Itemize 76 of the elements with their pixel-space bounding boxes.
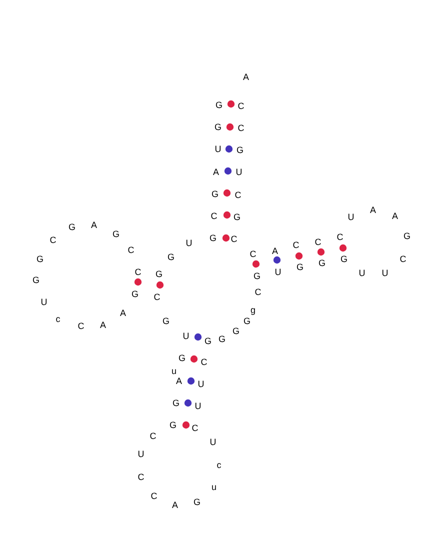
nucleotide-letter: G xyxy=(156,269,162,279)
nucleotide-letter: U xyxy=(236,167,242,177)
nucleotide-letter: G xyxy=(210,233,216,243)
nucleotide-letter: C xyxy=(210,211,218,221)
nucleotide-letter: C xyxy=(254,287,262,297)
nucleotide-letter: g xyxy=(250,305,256,315)
nucleotide-letter: G xyxy=(204,336,212,346)
nucleotide-letter: G xyxy=(32,275,40,285)
nucleotide-letter: G xyxy=(404,231,410,241)
nucleotide-letter: G xyxy=(112,229,120,239)
nucleotide-letter: A xyxy=(243,72,249,82)
nucleotide-letter: C xyxy=(134,267,142,277)
nucleotide-letter: C xyxy=(78,321,84,331)
nucleotide-letter: A xyxy=(272,246,278,256)
nucleotide-letter: G xyxy=(216,100,222,110)
nucleotide-letter: G xyxy=(172,398,180,408)
nucleotide-letter: U xyxy=(348,212,354,222)
nucleotide-letter: A xyxy=(213,167,219,177)
nucleotide-letter: A xyxy=(370,205,376,215)
nucleotide-letter: C xyxy=(230,234,238,244)
nucleotide-letter: C xyxy=(200,357,208,367)
nucleotide-letter: U xyxy=(40,297,48,307)
nucleotide-letter: C xyxy=(192,423,198,433)
nucleotide-letter: U xyxy=(186,238,192,248)
nucleotide-letter: U xyxy=(382,268,388,278)
nucleotide-letter: C xyxy=(150,491,158,501)
nucleotide-letter: U xyxy=(210,437,216,447)
nucleotide-letter: G xyxy=(36,254,44,264)
nucleotide-letter: C xyxy=(250,249,256,259)
nucleotide-letter: A xyxy=(176,376,182,386)
nucleotide-letter: G xyxy=(168,252,174,262)
nucleotide-letter: G xyxy=(318,258,326,268)
nucleotide-letter: C xyxy=(292,240,300,250)
nucleotide-letter: c xyxy=(216,460,222,470)
nucleotide-letter: U xyxy=(194,401,202,411)
nucleotide-letter: U xyxy=(274,267,282,277)
nucleotide-letter: G xyxy=(236,145,244,155)
nucleotide-letter: G xyxy=(296,262,304,272)
nucleotide-letter: U xyxy=(198,379,204,389)
nucleotide-letter: G xyxy=(214,122,222,132)
nucleotide-letter: U xyxy=(214,144,222,154)
nucleotide-letter: U xyxy=(182,331,190,341)
nucleotide-letter: G xyxy=(178,353,186,363)
nucleotide-letter: G xyxy=(232,326,240,336)
nucleotide-letter: U xyxy=(138,449,144,459)
nucleotide-letter: C xyxy=(50,235,56,245)
nucleotide-letter: C xyxy=(150,431,156,441)
nucleotide-letter: A xyxy=(100,320,106,330)
nucleotide-letter: A xyxy=(392,211,398,221)
nucleotide-letter: G xyxy=(194,497,200,507)
nucleotide-letter: u xyxy=(212,482,216,492)
nucleotide-letter: C xyxy=(238,101,244,111)
nucleotide-letter: G xyxy=(244,316,250,326)
nucleotide-letter: C xyxy=(138,472,144,482)
nucleotide-letter: A xyxy=(91,220,97,230)
nucleotide-letter: C xyxy=(238,123,244,133)
nucleotide-letter: G xyxy=(234,212,240,222)
nucleotide-letter: A xyxy=(120,308,126,318)
nucleotide-letter: G xyxy=(162,316,170,326)
nucleotide-letter: C xyxy=(336,232,344,242)
nucleotide-letter: u xyxy=(172,366,176,376)
nucleotide-letter: A xyxy=(172,500,178,510)
nucleotide-letter: G xyxy=(254,271,260,281)
nucleotide-letter: G xyxy=(212,189,218,199)
nucleotide-letter: G xyxy=(340,254,348,264)
nucleotide-letter: C xyxy=(400,254,406,264)
nucleotide-letter: C xyxy=(128,245,134,255)
nucleotide-letter: G xyxy=(68,222,76,232)
nucleotide-letter: C xyxy=(314,237,322,247)
nucleotide-letter: G xyxy=(132,289,138,299)
nucleotide-letter: G xyxy=(170,420,176,430)
nucleotide-letter: C xyxy=(154,292,160,302)
nucleotide-letter: U xyxy=(358,268,366,278)
nucleotide-letter: c xyxy=(56,314,60,324)
nucleotide-letter: C xyxy=(234,190,242,200)
nucleotide-letter: G xyxy=(218,334,226,344)
